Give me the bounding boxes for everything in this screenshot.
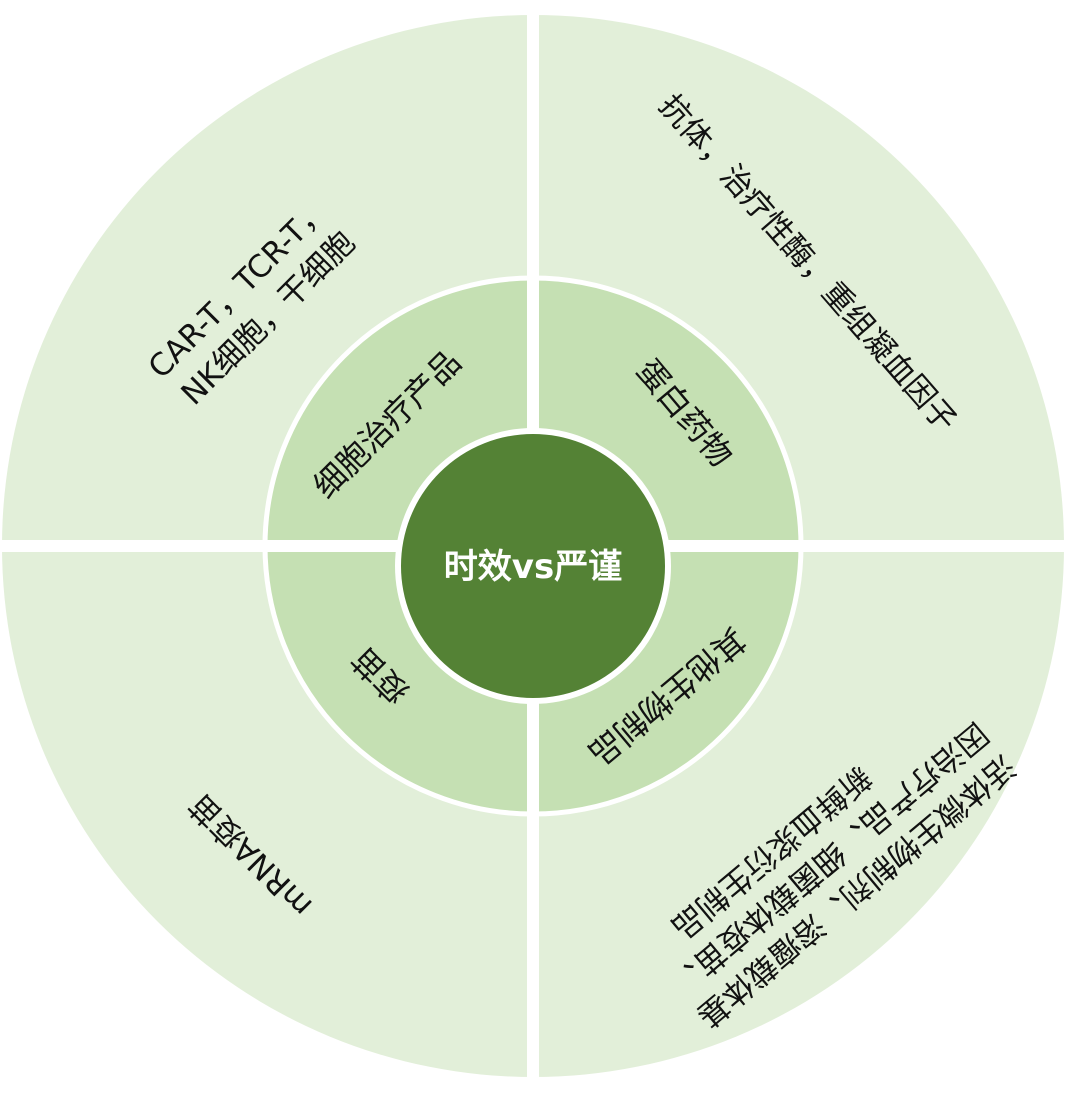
- center-circle: [395, 428, 671, 704]
- center-label: 时效vs严谨: [444, 547, 622, 587]
